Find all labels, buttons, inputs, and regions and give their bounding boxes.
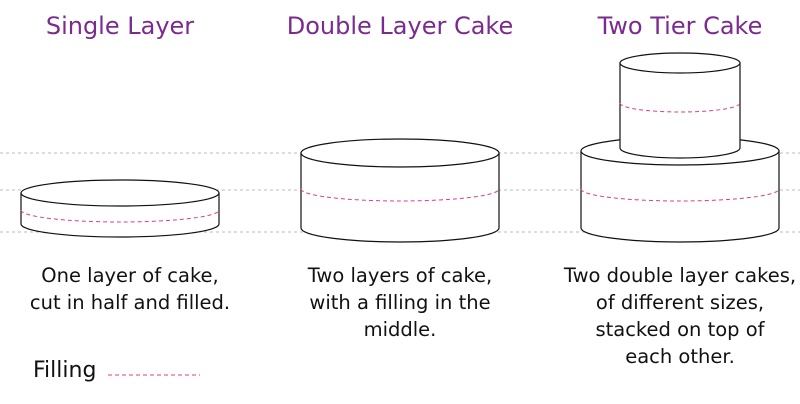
description-line: middle. — [363, 318, 437, 341]
description-single-layer: One layer of cake, cut in half and fille… — [10, 262, 250, 316]
bottom-tier-filling-line — [580, 188, 780, 202]
two-tier-cake-top-tier — [619, 52, 741, 159]
legend-filling-label: Filling — [33, 358, 97, 383]
description-line: of different sizes, — [595, 291, 765, 314]
bottom-tier-body — [580, 150, 780, 243]
top-tier-filling-line — [619, 102, 741, 113]
double-layer-cake — [300, 138, 500, 243]
double-layer-cake-top — [300, 138, 500, 168]
description-line: stacked on top of — [595, 318, 765, 341]
description-line: with a filling in the — [309, 291, 491, 314]
title-two-tier-cake: Two Tier Cake — [597, 12, 763, 40]
description-line: cut in half and filled. — [29, 291, 231, 314]
double-layer-filling-line — [300, 188, 500, 202]
single-layer-cake — [20, 179, 220, 238]
top-tier-body — [619, 62, 741, 159]
description-two-tier: Two double layer cakes, of different siz… — [555, 262, 800, 370]
description-line: Two double layer cakes, — [563, 264, 797, 287]
single-layer-cake-top — [20, 179, 220, 207]
description-line: each other. — [625, 345, 735, 368]
double-layer-cake-body — [300, 152, 500, 243]
single-layer-filling-line — [20, 209, 220, 223]
top-tier-top — [619, 52, 741, 74]
description-line: One layer of cake, — [41, 264, 219, 287]
title-single-layer: Single Layer — [45, 12, 195, 40]
description-double-layer: Two layers of cake, with a filling in th… — [280, 262, 520, 343]
title-double-layer-cake: Double Layer Cake — [286, 12, 514, 40]
description-line: Two layers of cake, — [307, 264, 493, 287]
